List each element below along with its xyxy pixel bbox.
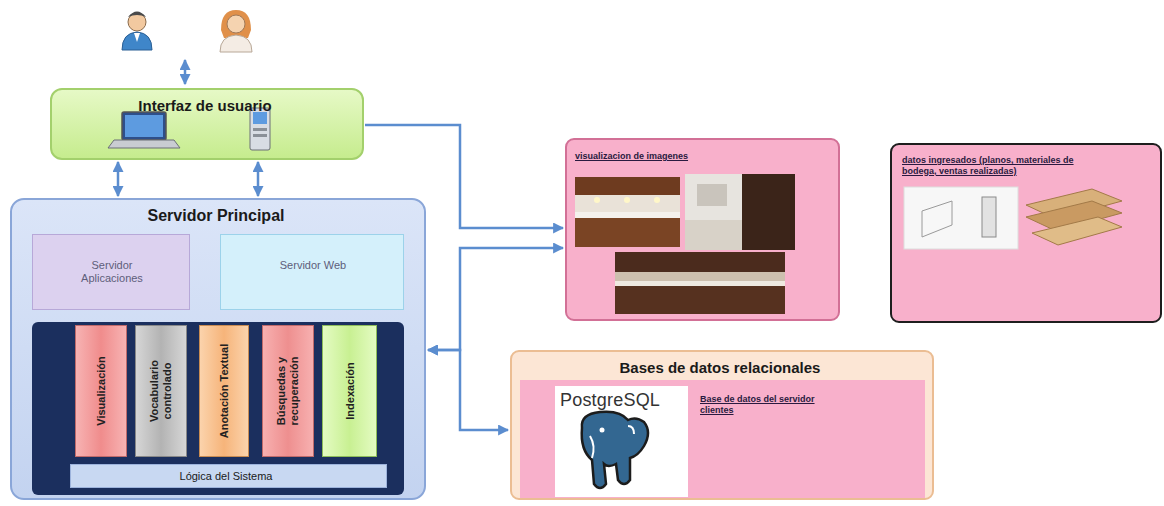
module-column: Búsquedas y recuperación [262,325,314,457]
web-server-box: Servidor Web [220,234,404,310]
app-server-box: Servidor Aplicaciones [32,234,190,310]
connector-arrow [428,248,563,350]
box-label: Base de datos del servidor clientes [700,394,840,416]
user-arrow [184,60,187,84]
interface-box: Interfaz de usuario [50,88,364,160]
box-label: Interfaz de usuario [52,97,358,115]
module-label: Vocabulario controlado [148,331,173,451]
kitchen-photos [567,140,838,319]
database-box: Base de datos del servidor clientes Postg… [520,380,925,498]
module-label: Indexación [343,331,356,451]
connector-arrow [428,350,508,430]
user-icon [122,12,152,51]
module-label: Anotación Textual [218,331,231,451]
logic-band: Lógica del Sistema [70,464,387,488]
data-box: datos ingresados (planos, materiales de … [890,143,1162,323]
box-label: Servidor Aplicaciones [62,259,162,285]
database-group: Bases de datos relacionalesBase de datos… [510,350,934,500]
box-label: Lógica del Sistema [71,470,381,483]
server-box: Servidor PrincipalServidor Aplicaciones S… [10,198,426,500]
module-column: Anotación Textual [199,325,249,457]
logo-text: PostgreSQL [560,390,660,412]
box-label: datos ingresados (planos, materiales de … [902,155,1107,177]
box-label: visualizacion de imagenes [575,151,775,162]
images-box: visualizacion de imagenes [565,138,840,321]
box-label: Bases de datos relacionales [512,359,928,377]
module-column: Indexación [322,325,377,457]
module-column: Visualización [75,325,127,457]
box-label: Servidor Web [263,259,363,272]
connector-arrow [117,162,120,196]
user-icon [220,10,252,52]
module-column: Vocabulario controlado [135,325,187,457]
module-label: Búsquedas y recuperación [275,331,300,451]
module-label: Visualización [95,331,108,451]
connector-arrow [257,162,260,196]
box-label: Servidor Principal [12,206,420,225]
